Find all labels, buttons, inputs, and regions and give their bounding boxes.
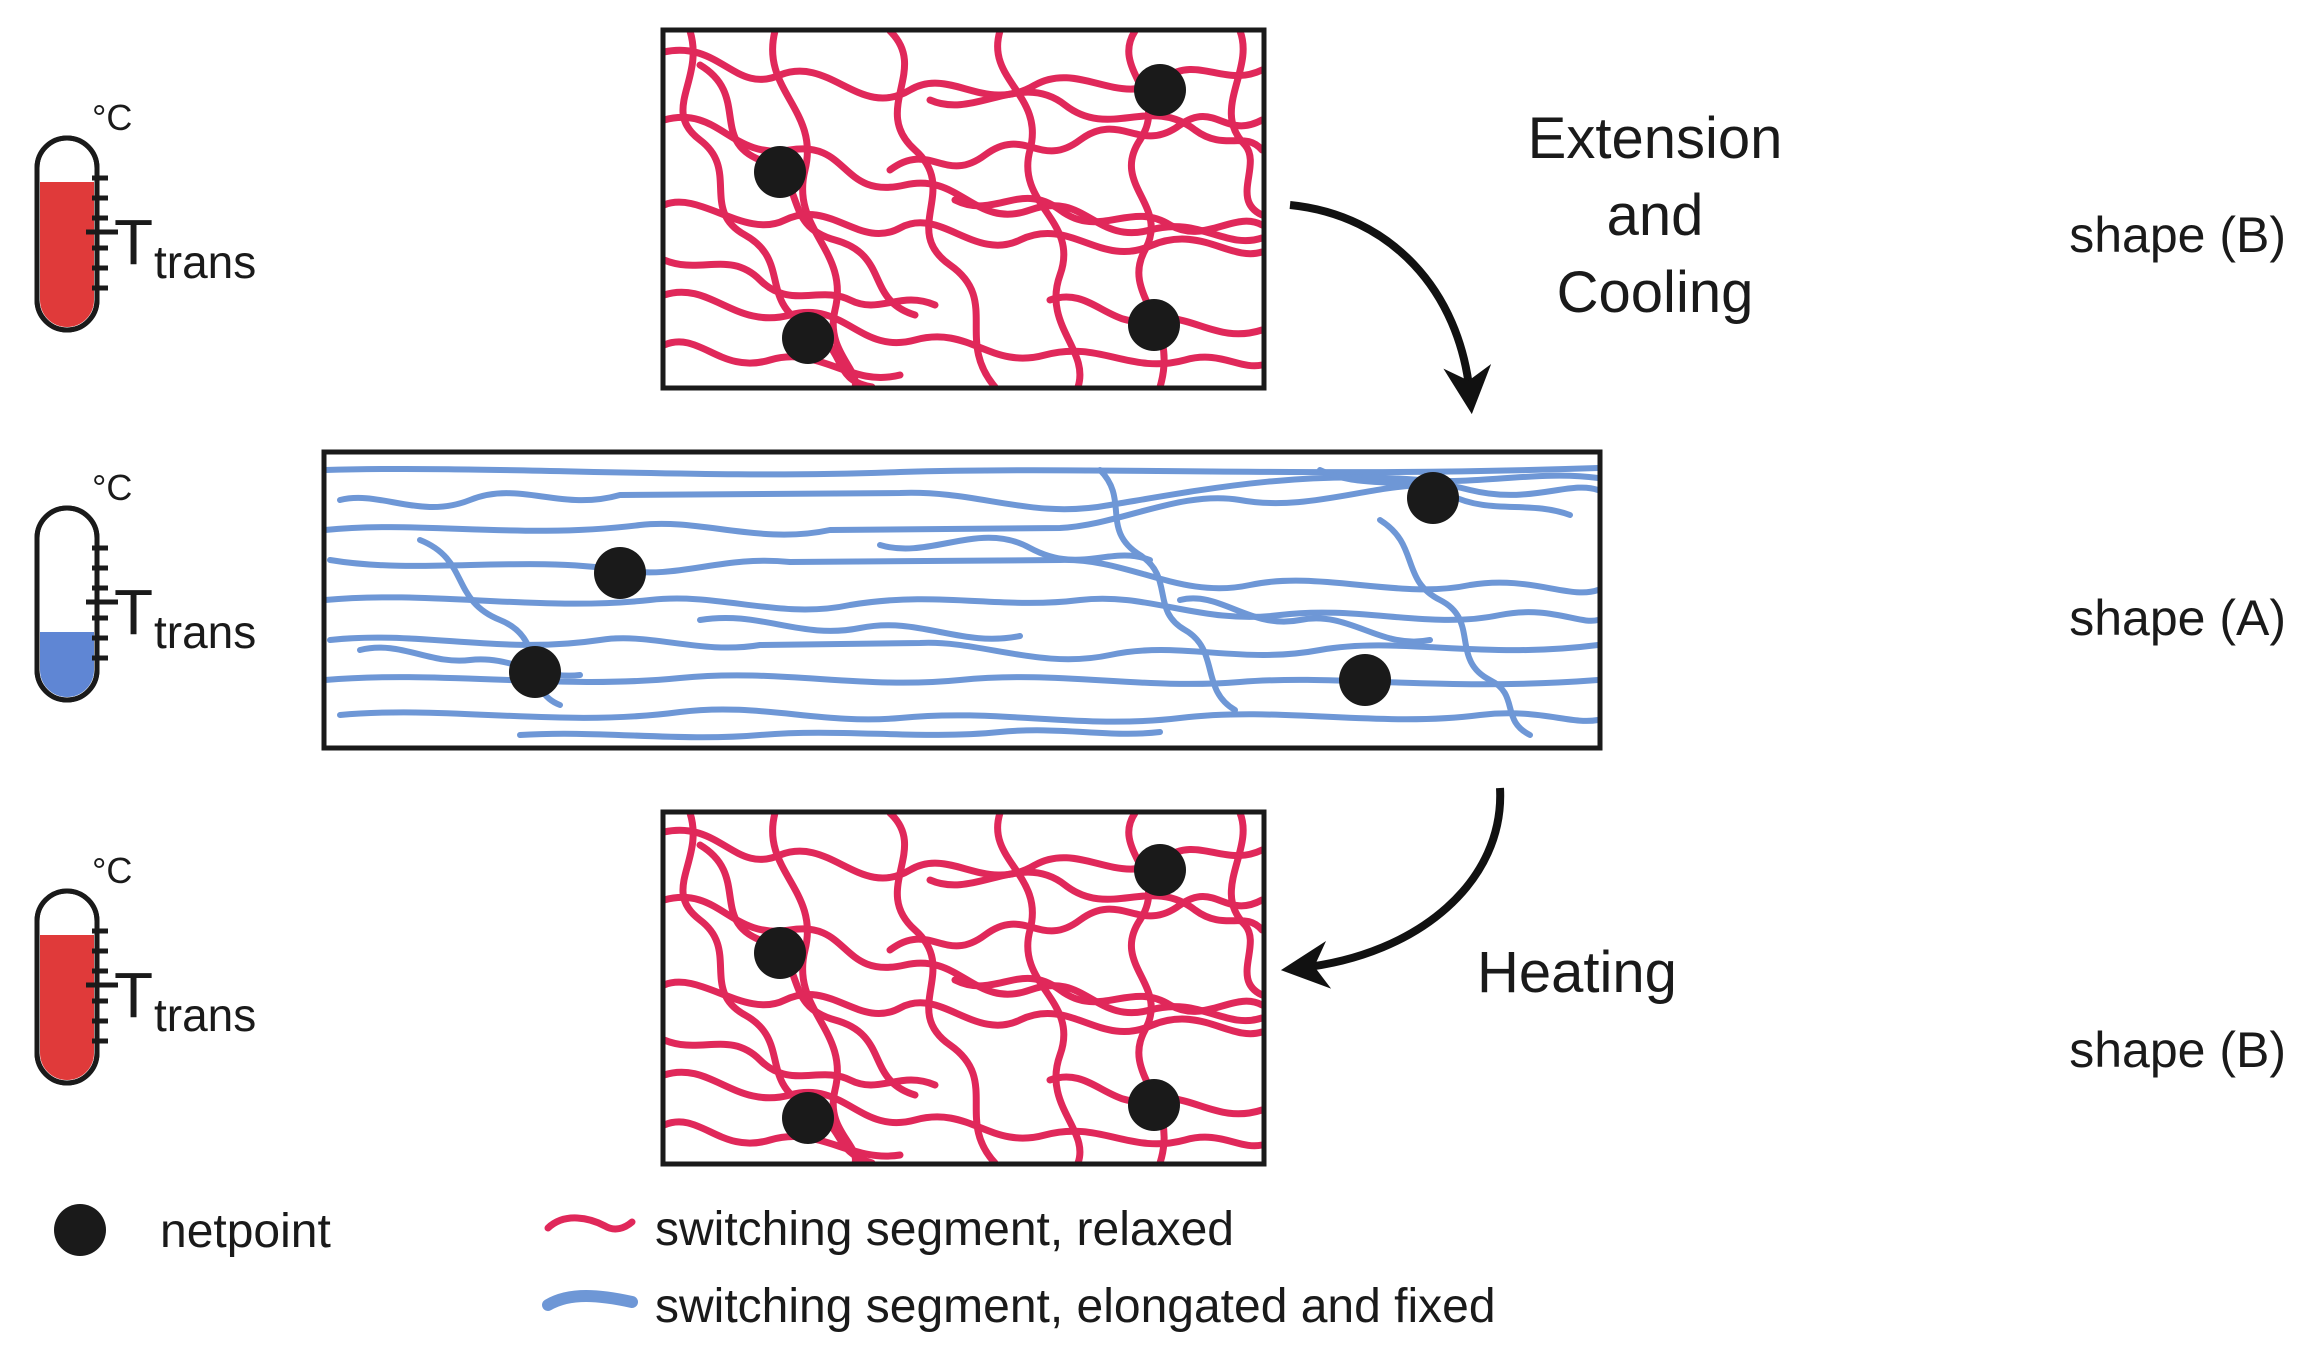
panel-frame-bottom: [660, 809, 1267, 1167]
thermometer-t: T: [114, 576, 153, 648]
thermometer-t-subscript: trans: [154, 236, 256, 288]
legend-netpoint-swatch: [54, 1204, 106, 1256]
shape-label-top: shape (B): [2069, 207, 2286, 263]
elongated-chains: [324, 465, 1600, 741]
legend-relaxed-swatch: [544, 1214, 636, 1233]
legend-relaxed-label: switching segment, relaxed: [655, 1203, 1234, 1256]
step-extension-line-3: Cooling: [1557, 260, 1754, 325]
thermometer-t-subscript: trans: [154, 989, 256, 1041]
panel-elongated-middle: [321, 449, 1603, 751]
thermometer-t: T: [114, 206, 153, 278]
panel-relaxed-top: [660, 27, 1267, 391]
netpoint: [509, 646, 561, 698]
netpoint: [1407, 472, 1459, 524]
shape-label-middle: shape (A): [2069, 590, 2286, 646]
netpoint: [1128, 1079, 1180, 1131]
netpoint: [1134, 844, 1186, 896]
arrow-heating: [1280, 787, 1505, 989]
netpoint: [754, 927, 806, 979]
netpoint: [594, 547, 646, 599]
legend: netpoint switching segment, relaxed swit…: [54, 1203, 1496, 1333]
netpoint: [1134, 64, 1186, 116]
step-heating-label: Heating: [1477, 940, 1677, 1005]
legend-elongated-label: switching segment, elongated and fixed: [655, 1280, 1496, 1333]
step-extension-line-2: and: [1607, 183, 1704, 248]
thermometer-fill: [40, 632, 94, 697]
legend-elongated-swatch: [542, 1290, 638, 1311]
step-extension-line-1: Extension: [1528, 106, 1783, 171]
netpoint: [1339, 654, 1391, 706]
netpoint: [1128, 299, 1180, 351]
thermometer-unit: °C: [92, 467, 132, 508]
thermometer-hot-top: °C T trans: [34, 97, 256, 333]
thermometer-unit: °C: [92, 850, 132, 891]
legend-netpoint-label: netpoint: [160, 1205, 331, 1258]
panel-frame-top: [660, 27, 1267, 391]
thermometer-hot-bottom: °C T trans: [34, 850, 256, 1086]
panel-relaxed-bottom: [660, 809, 1267, 1167]
thermometer-fill: [40, 935, 94, 1080]
netpoint: [782, 312, 834, 364]
netpoint: [754, 146, 806, 198]
thermometer-cold-middle: °C T trans: [34, 467, 256, 703]
shape-label-bottom: shape (B): [2069, 1022, 2286, 1078]
thermometer-fill: [40, 182, 94, 327]
netpoint: [782, 1092, 834, 1144]
panel-frame-middle: [321, 449, 1603, 751]
thermometer-unit: °C: [92, 97, 132, 138]
thermometer-t: T: [114, 959, 153, 1031]
thermometer-t-subscript: trans: [154, 606, 256, 658]
arrow-extension-cooling: [1289, 201, 1492, 415]
